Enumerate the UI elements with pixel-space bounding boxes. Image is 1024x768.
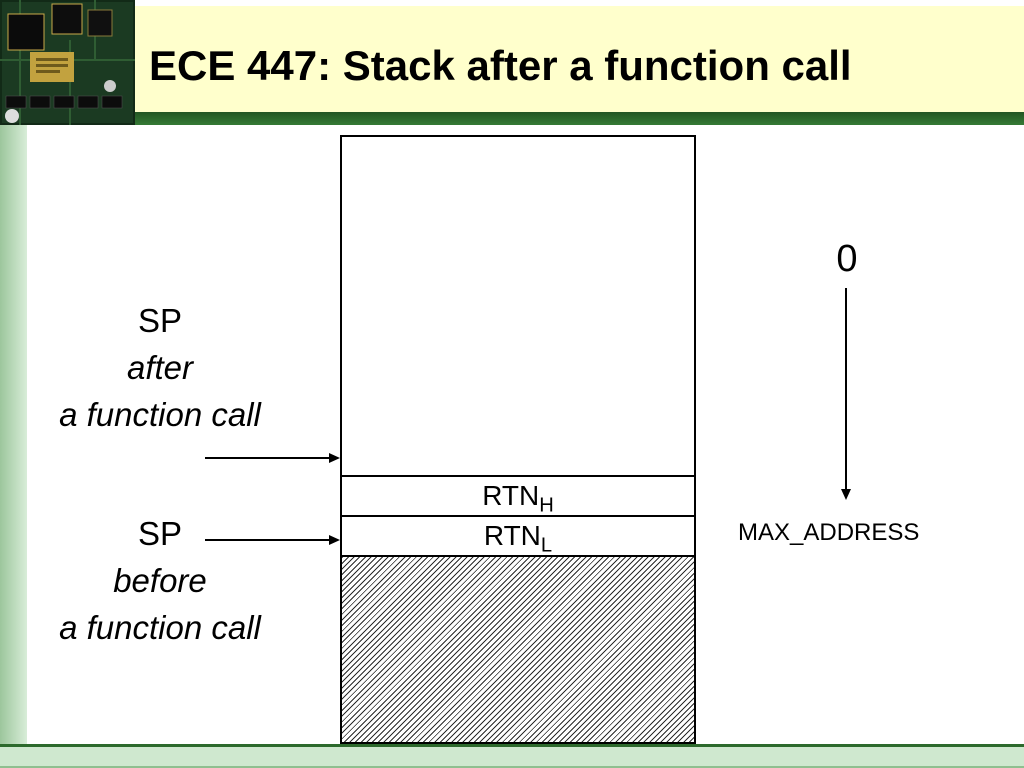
rtn-l-subscript: L [540,534,553,557]
address-direction-arrow [841,288,851,500]
stack-cell-rtn-h: RTNH [342,475,694,517]
rtn-l-base: RTN [483,520,541,551]
bottom-edge-strip [0,744,1024,768]
title-underline-rule [0,112,1024,125]
rtn-h-subscript: H [539,494,554,517]
slide-title: ECE 447: Stack after a function call [149,42,852,89]
title-bar: ECE 447: Stack after a function call [133,6,1024,112]
sp-before-line3: a function call [59,609,261,646]
sp-after-arrow [205,453,340,463]
max-address-label: MAX_ADDRESS [738,519,920,546]
stack-used-region-hatched [342,555,694,742]
sp-before-line1: SP [137,515,183,552]
stack-cell-rtn-l: RTNL [342,515,694,557]
sp-after-label: SP after a function call [28,297,292,438]
sp-after-line1: SP [137,302,183,339]
address-zero-label: 0 [836,238,858,280]
sp-after-line3: a function call [59,396,261,433]
sp-before-label: SP before a function call [28,510,292,651]
stack-free-space [342,137,694,475]
rtn-h-base: RTN [482,480,540,511]
sp-before-line2: before [113,562,207,599]
stack-diagram: RTNH RTNL [340,135,696,744]
left-edge-strip [0,125,27,768]
sp-after-line2: after [126,349,194,386]
sp-before-arrow [205,535,340,545]
circuit-board-image [0,0,135,125]
